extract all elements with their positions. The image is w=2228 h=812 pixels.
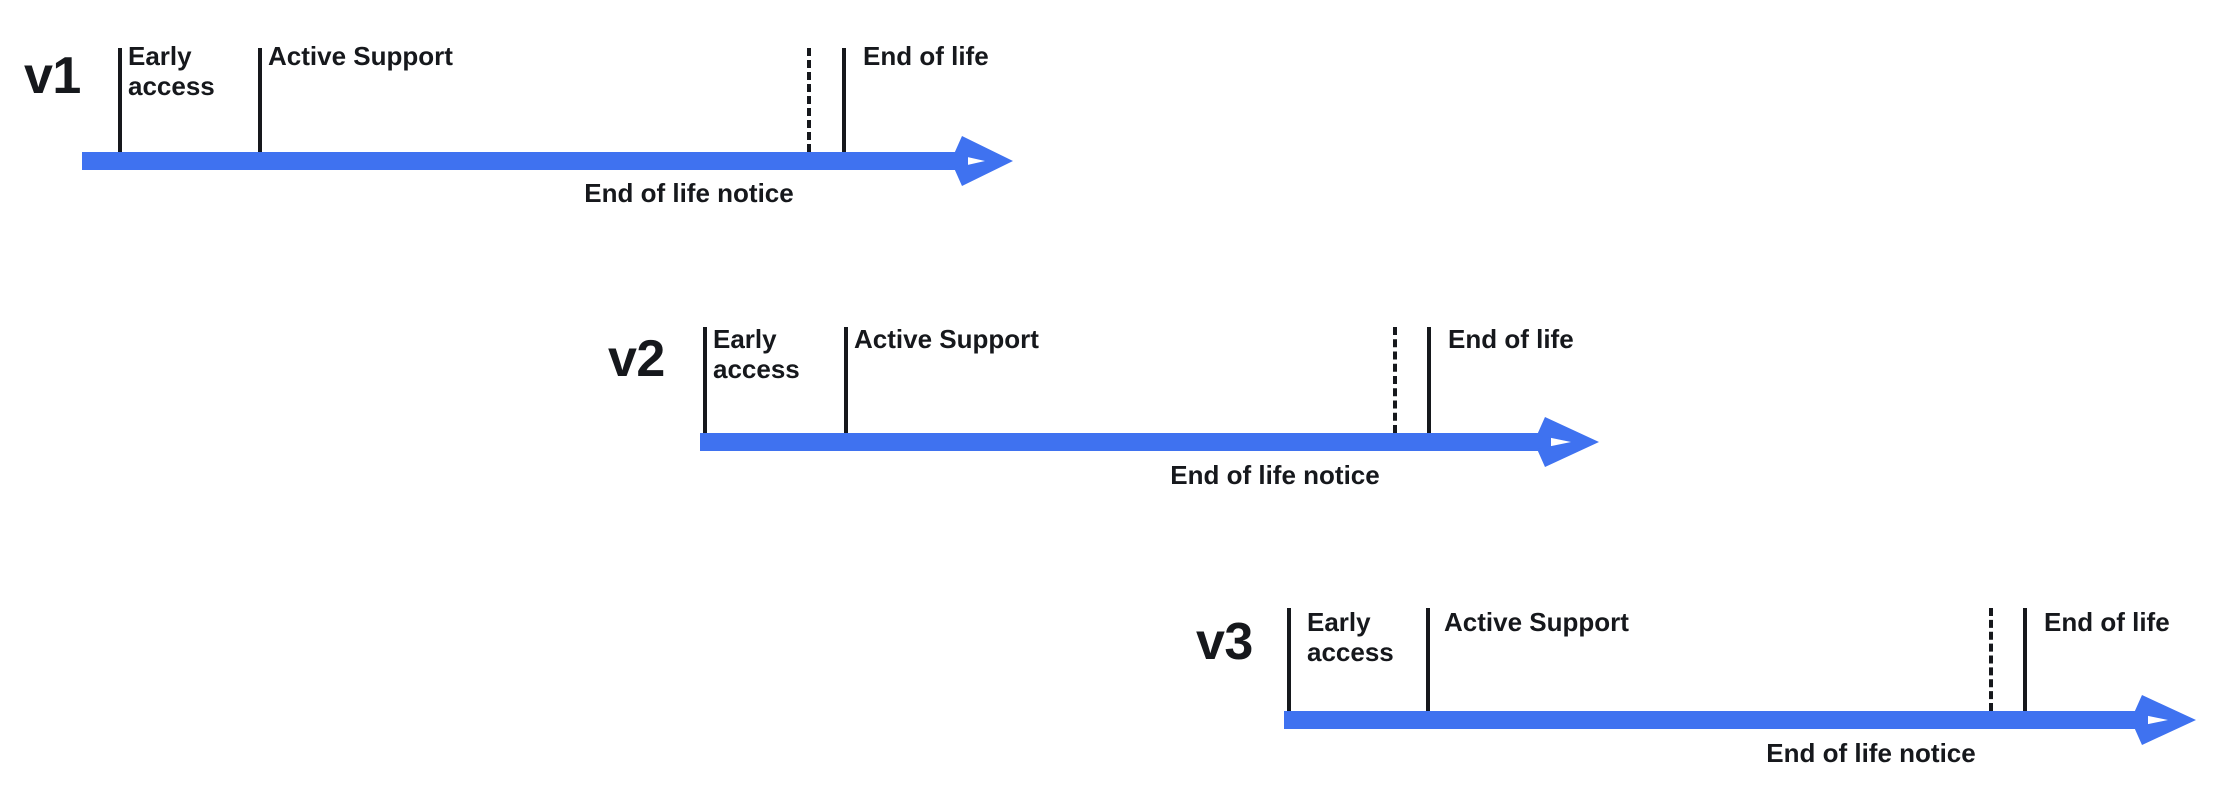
phase-label-end-of-life-v3: End of life [2044,607,2170,637]
version-label-v3: v3 [1196,613,1253,671]
phase-divider-v2-2 [844,327,848,433]
phase-divider-v2-1 [703,327,707,433]
phase-label-end-of-life-v2: End of life [1448,324,1574,354]
phase-divider-v2-4 [1427,327,1431,433]
end-of-life-notice-label-v1: End of life notice [584,178,794,208]
phase-label-active-support-v2: Active Support [854,324,1039,354]
phase-divider-v1-4 [842,48,846,152]
phase-label-active-support-v1: Active Support [268,41,453,71]
phase-label-end-of-life-v1: End of life [863,41,989,71]
lifecycle-arrow-head-v1 [954,130,1015,192]
end-of-life-notice-label-v3: End of life notice [1766,738,1976,768]
phase-label-active-support-v3: Active Support [1444,607,1629,637]
version-label-v2: v2 [608,330,665,388]
phase-divider-v3-1 [1287,608,1291,711]
lifecycle-arrow-head-v3 [2134,689,2198,751]
phase-label-early-access-v3: Early access [1307,607,1394,667]
lifecycle-arrow-bar-v3 [1284,711,2148,729]
phase-divider-v3-3-dashed [1989,608,1993,711]
phase-label-early-access-v2: Early access [713,324,800,384]
phase-divider-v1-2 [258,48,262,152]
lifecycle-arrow-head-v2 [1537,411,1601,473]
lifecycle-arrow-bar-v2 [700,433,1551,451]
version-label-v1: v1 [24,47,81,105]
phase-label-early-access-v1: Early access [128,41,215,101]
phase-divider-v1-3-dashed [807,48,811,152]
phase-divider-v2-3-dashed [1393,327,1397,433]
phase-divider-v1-1 [118,48,122,152]
phase-divider-v3-4 [2023,608,2027,711]
phase-divider-v3-2 [1426,608,1430,711]
lifecycle-arrow-bar-v1 [82,152,968,170]
end-of-life-notice-label-v2: End of life notice [1170,460,1380,490]
